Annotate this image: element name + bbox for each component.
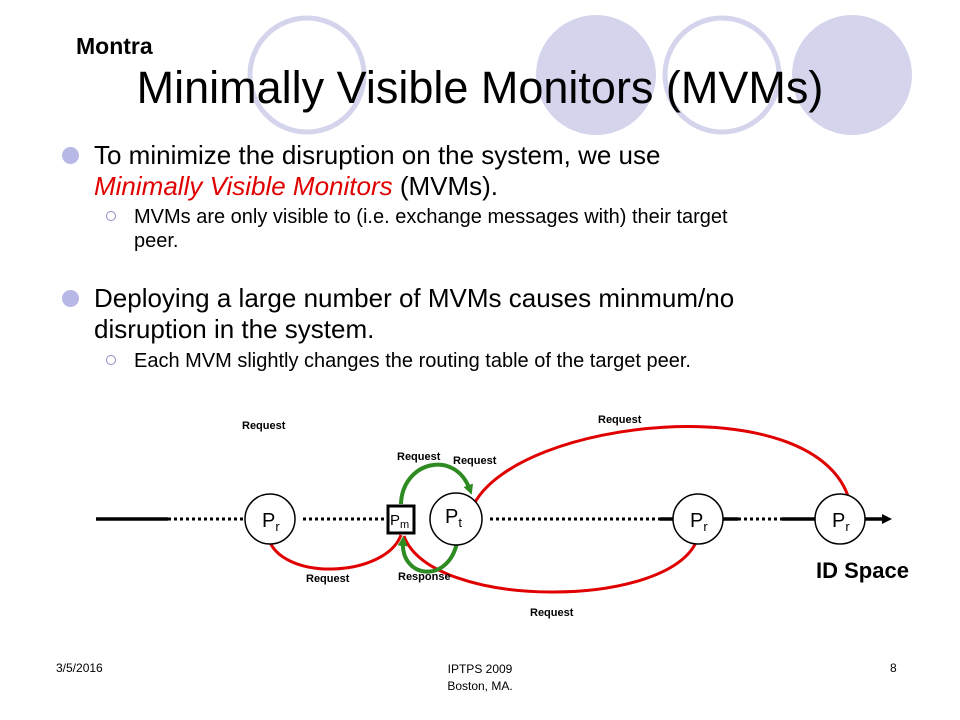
green-request-arc bbox=[399, 462, 474, 505]
peer-node-pr-2: Pr bbox=[672, 493, 724, 545]
footer-venue-line1: IPTPS 2009 bbox=[447, 662, 513, 676]
footer-venue: IPTPS 2009 Boston, MA. bbox=[420, 661, 540, 695]
sub-bullet-1-1: MVMs are only visible to (i.e. exchange … bbox=[134, 205, 934, 253]
sub-bullet-icon bbox=[106, 211, 116, 221]
svg-text:Pt: Pt bbox=[445, 506, 462, 530]
brand-label: Montra bbox=[76, 33, 153, 59]
footer-date: 3/5/2016 bbox=[56, 661, 103, 675]
bullet-1-line1: To minimize the disruption on the system… bbox=[94, 140, 661, 170]
sub-bullet-1-1-line2: peer. bbox=[134, 230, 179, 252]
svg-text:Pr: Pr bbox=[262, 510, 280, 534]
arc-label-request: Request bbox=[306, 573, 350, 585]
decoration-circle bbox=[792, 15, 912, 135]
decoration-circle bbox=[247, 15, 367, 135]
peer-node-pr-3: Pr bbox=[814, 493, 866, 545]
arc-label-request: Request bbox=[453, 455, 497, 467]
target-node-pt: Pt bbox=[429, 492, 483, 546]
svg-text:Pm: Pm bbox=[390, 512, 409, 531]
request-arc-bottom-right bbox=[402, 535, 699, 594]
bullet-1-line2: Minimally Visible Monitors (MVMs). bbox=[94, 171, 914, 202]
page-number: 8 bbox=[890, 661, 897, 675]
request-arc-bottom-left bbox=[266, 534, 403, 571]
sub-bullet-1-1-line1: MVMs are only visible to (i.e. exchange … bbox=[134, 206, 728, 228]
sub-bullet-2-1-line1: Each MVM slightly changes the routing ta… bbox=[134, 350, 691, 372]
decoration-circle bbox=[662, 15, 782, 135]
page-title: Minimally Visible Monitors (MVMs) bbox=[136, 62, 824, 113]
bullet-1-suffix: (MVMs). bbox=[392, 171, 499, 201]
arc-label-request: Request bbox=[397, 451, 441, 463]
id-space-label: ID Space bbox=[816, 558, 909, 583]
decoration-circle bbox=[536, 15, 656, 135]
arc-label-response: Response bbox=[398, 571, 451, 583]
header-decoration bbox=[247, 15, 912, 135]
bullet-icon bbox=[62, 290, 79, 307]
arc-label-request: Request bbox=[598, 414, 642, 426]
footer-venue-line2: Boston, MA. bbox=[447, 679, 513, 693]
bullet-2-line2: disruption in the system. bbox=[94, 314, 375, 344]
sub-bullet-2-1: Each MVM slightly changes the routing ta… bbox=[134, 349, 934, 373]
green-response-arc bbox=[397, 536, 460, 574]
arc-label-request: Request bbox=[530, 607, 574, 619]
bullet-2-line1: Deploying a large number of MVMs causes … bbox=[94, 283, 735, 313]
monitor-node-pm: Pm bbox=[386, 504, 416, 535]
sub-bullet-icon bbox=[106, 355, 116, 365]
arc-label-request: Request bbox=[242, 420, 286, 432]
bullet-icon bbox=[62, 147, 79, 164]
bullet-1: To minimize the disruption on the system… bbox=[94, 140, 914, 202]
bullet-1-emphasis: Minimally Visible Monitors bbox=[94, 171, 393, 201]
request-arc-top bbox=[472, 425, 850, 505]
svg-text:Pr: Pr bbox=[832, 510, 850, 534]
svg-text:Pr: Pr bbox=[690, 510, 708, 534]
bullet-2: Deploying a large number of MVMs causes … bbox=[94, 283, 934, 345]
peer-node-pr-1: Pr bbox=[244, 493, 296, 545]
